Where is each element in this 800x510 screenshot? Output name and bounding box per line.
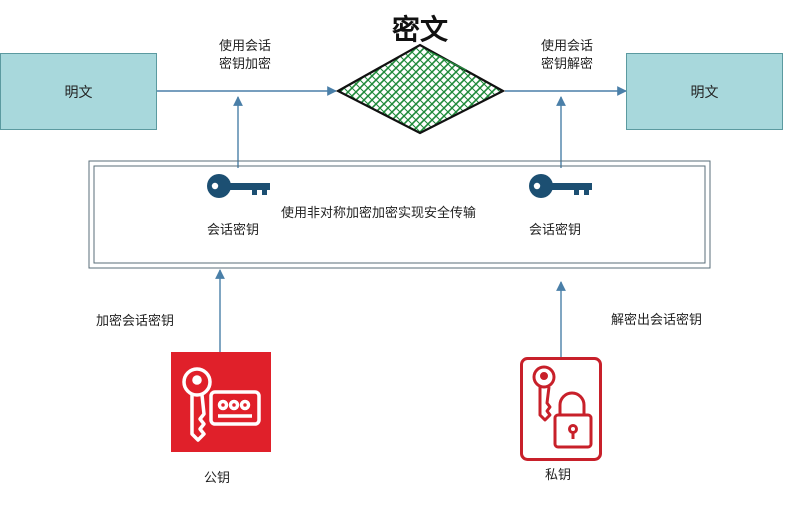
asymmetric-transport-label: 使用非对称加密加密实现安全传输 xyxy=(281,206,477,221)
public-key-icon xyxy=(171,352,271,452)
plaintext-label-left: 明文 xyxy=(64,84,93,101)
public-key-label: 公钥 xyxy=(204,471,231,486)
session-key-right-label: 会话密钥 xyxy=(529,223,582,238)
encrypt-label-line2: 密钥加密 xyxy=(218,57,271,72)
decrypt-label-line2: 密钥解密 xyxy=(540,57,593,72)
private-key-label: 私钥 xyxy=(545,468,572,483)
ciphertext-diamond xyxy=(335,43,506,135)
session-key-right-icon xyxy=(529,174,592,198)
decrypt-label: 使用会话 密钥解密 xyxy=(527,38,607,74)
encrypt-label: 使用会话 密钥加密 xyxy=(205,38,285,74)
session-key-left-icon xyxy=(207,174,270,198)
plaintext-label-right: 明文 xyxy=(690,84,719,101)
encrypt-session-key-label: 加密会话密钥 xyxy=(96,314,175,329)
plaintext-box-left: 明文 xyxy=(0,53,157,130)
decrypt-label-line1: 使用会话 xyxy=(540,39,593,54)
encrypt-label-line1: 使用会话 xyxy=(218,39,271,54)
plaintext-box-right: 明文 xyxy=(626,53,783,130)
asymmetric-container xyxy=(88,160,711,269)
private-key-icon xyxy=(520,357,602,461)
decrypt-session-key-label: 解密出会话密钥 xyxy=(611,313,703,328)
ciphertext-title: 密文 xyxy=(391,13,448,46)
session-key-left-label: 会话密钥 xyxy=(207,223,260,238)
